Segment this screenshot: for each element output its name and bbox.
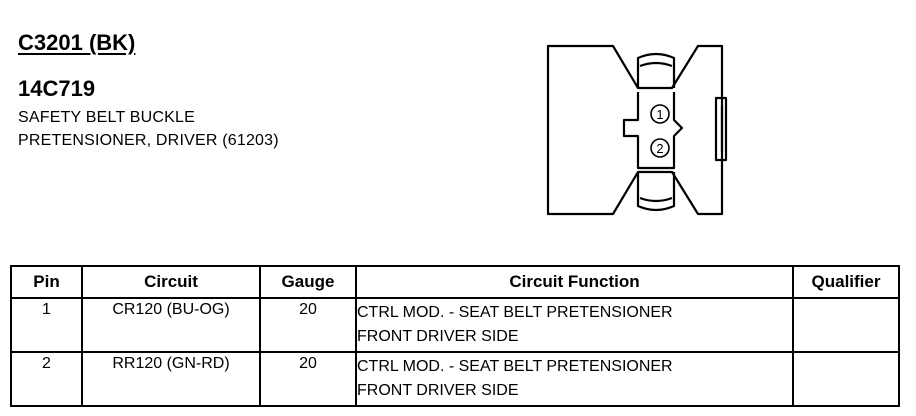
- cell-circuit: RR120 (GN-RD): [81, 351, 261, 407]
- pinout-table: Pin Circuit Gauge Circuit Function Quali…: [10, 265, 900, 407]
- connector-id-title: C3201 (BK): [18, 30, 136, 55]
- header-circuit-function: Circuit Function: [355, 265, 794, 299]
- header-qualifier: Qualifier: [792, 265, 900, 299]
- cell-circuit-function: CTRL MOD. - SEAT BELT PRETENSIONER FRONT…: [355, 351, 794, 407]
- pin-1-marker: 1: [650, 104, 670, 124]
- connector-description-line-2: PRETENSIONER, DRIVER (61203): [18, 132, 279, 149]
- table-header-row: Pin Circuit Gauge Circuit Function Quali…: [10, 265, 900, 299]
- connector-face-diagram: 1 2: [546, 44, 728, 216]
- pin-2-marker: 2: [650, 138, 670, 158]
- connector-description-line-1: SAFETY BELT BUCKLE: [18, 109, 195, 126]
- pin-2-label: 2: [656, 141, 663, 156]
- function-line-2: FRONT DRIVER SIDE: [357, 382, 519, 399]
- cell-gauge: 20: [259, 297, 357, 353]
- header-circuit: Circuit: [81, 265, 261, 299]
- part-number: 14C719: [18, 76, 96, 101]
- header-gauge: Gauge: [259, 265, 357, 299]
- cell-pin: 2: [10, 351, 83, 407]
- function-line-1: CTRL MOD. - SEAT BELT PRETENSIONER: [357, 304, 673, 321]
- function-line-1: CTRL MOD. - SEAT BELT PRETENSIONER: [357, 358, 673, 375]
- cell-gauge: 20: [259, 351, 357, 407]
- header-pin: Pin: [10, 265, 83, 299]
- table-row: 2 RR120 (GN-RD) 20 CTRL MOD. - SEAT BELT…: [10, 351, 900, 407]
- pin-1-label: 1: [656, 107, 663, 122]
- cell-qualifier: [792, 351, 900, 407]
- table-row: 1 CR120 (BU-OG) 20 CTRL MOD. - SEAT BELT…: [10, 297, 900, 353]
- cell-qualifier: [792, 297, 900, 353]
- cell-circuit-function: CTRL MOD. - SEAT BELT PRETENSIONER FRONT…: [355, 297, 794, 353]
- cell-circuit: CR120 (BU-OG): [81, 297, 261, 353]
- cell-pin: 1: [10, 297, 83, 353]
- function-line-2: FRONT DRIVER SIDE: [357, 328, 519, 345]
